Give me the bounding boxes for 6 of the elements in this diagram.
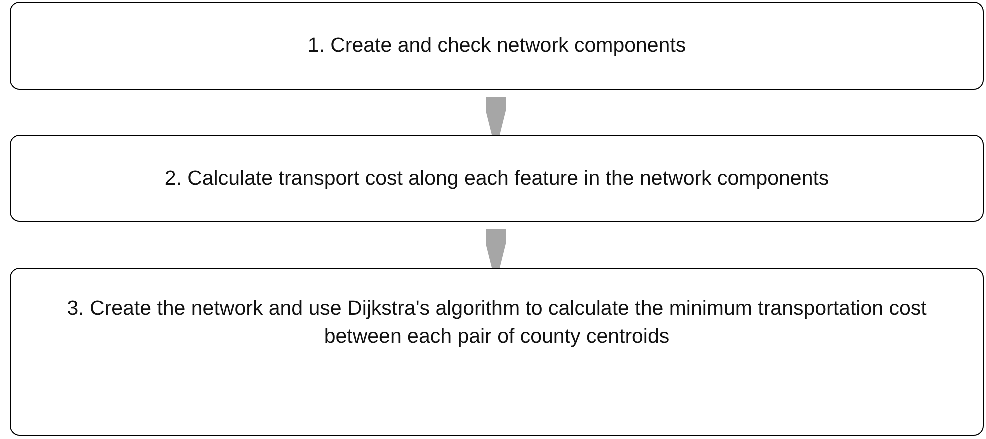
process-box: [10, 135, 984, 222]
process-box: [10, 268, 984, 436]
step-text: 1. Create and check network components: [308, 33, 686, 60]
step-text: 2. Calculate transport cost along each feature in the network components: [164, 166, 830, 192]
process-box: [10, 2, 984, 90]
step-text: 3. Create the network and use Dijkstra's algorithm to calculate the minimum transportation cost between each pair of county centroids: [66, 296, 928, 350]
